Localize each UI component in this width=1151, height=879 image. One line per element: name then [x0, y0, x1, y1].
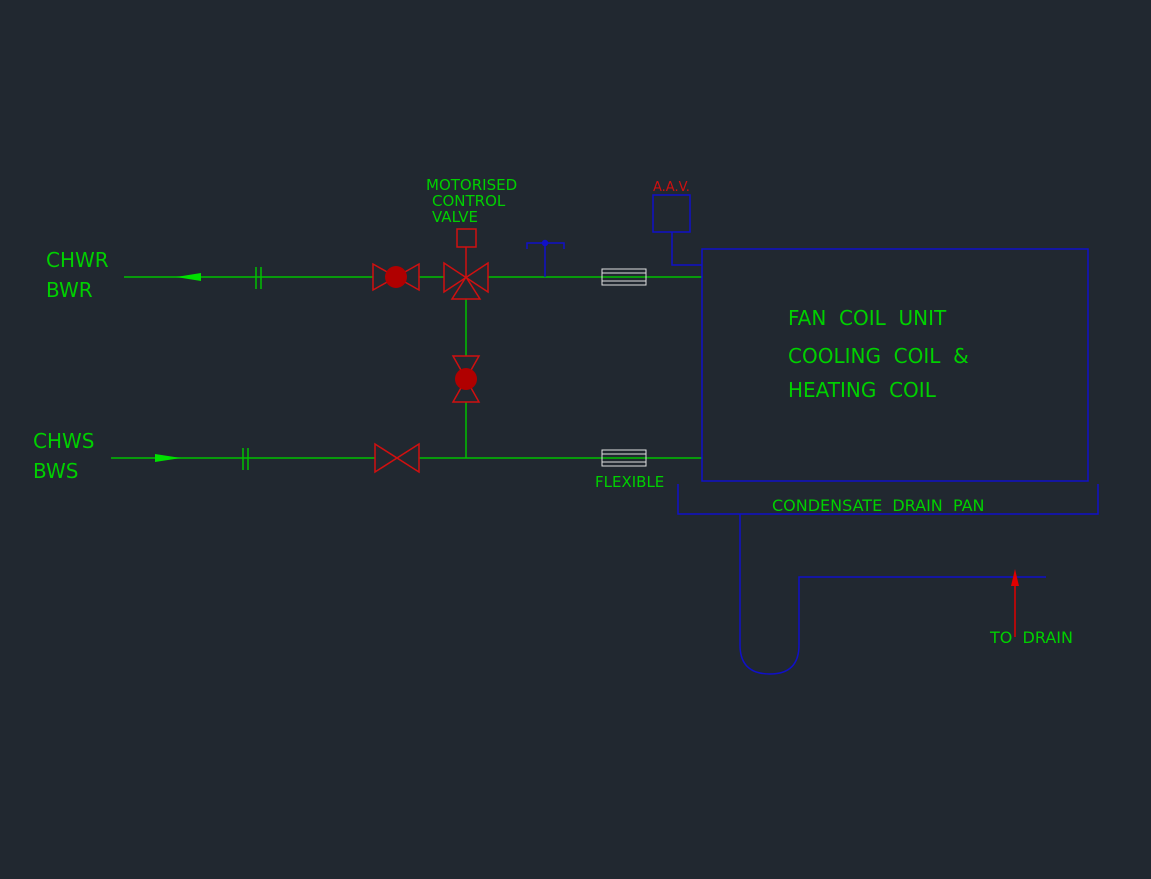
flexible-connector-supply-icon [601, 449, 647, 467]
label-bwr: BWR [46, 278, 93, 302]
ball-valve-return-icon [372, 262, 420, 292]
test-point-icon [526, 239, 565, 277]
flow-arrow-return-icon [176, 273, 201, 281]
union-return-icon [255, 267, 262, 289]
label-drain-pan: CONDENSATE DRAIN PAN [772, 496, 984, 515]
drain-flow-arrow-icon [1011, 569, 1019, 637]
label-aav: A.A.V. [653, 180, 690, 195]
label-chws: CHWS [33, 429, 94, 453]
gate-valve-supply-icon [374, 442, 420, 474]
aav-icon [652, 194, 702, 266]
label-flexible: FLEXIBLE [595, 473, 664, 491]
label-chwr: CHWR [46, 248, 109, 272]
condensate-drain-pan-outline [677, 484, 1099, 515]
label-valve: VALVE [432, 208, 478, 226]
pipework [111, 276, 702, 459]
label-fcu-line2: COOLING COIL & [788, 344, 969, 368]
three-way-motorised-valve-icon [443, 228, 489, 300]
fan-coil-unit-box [701, 248, 1089, 482]
label-to-drain: TO DRAIN [989, 628, 1073, 647]
label-motorised: MOTORISED [426, 176, 517, 194]
label-fcu-line1: FAN COIL UNIT [788, 306, 947, 330]
bypass-balancing-valve-icon [451, 355, 481, 403]
label-bws: BWS [33, 459, 78, 483]
condensate-trap-icon [739, 514, 1046, 675]
union-supply-icon [242, 448, 249, 470]
flexible-connector-return-icon [601, 268, 647, 286]
label-control: CONTROL [432, 192, 506, 210]
label-fcu-line3: HEATING COIL [788, 378, 937, 402]
flow-arrow-supply-icon [155, 454, 181, 462]
